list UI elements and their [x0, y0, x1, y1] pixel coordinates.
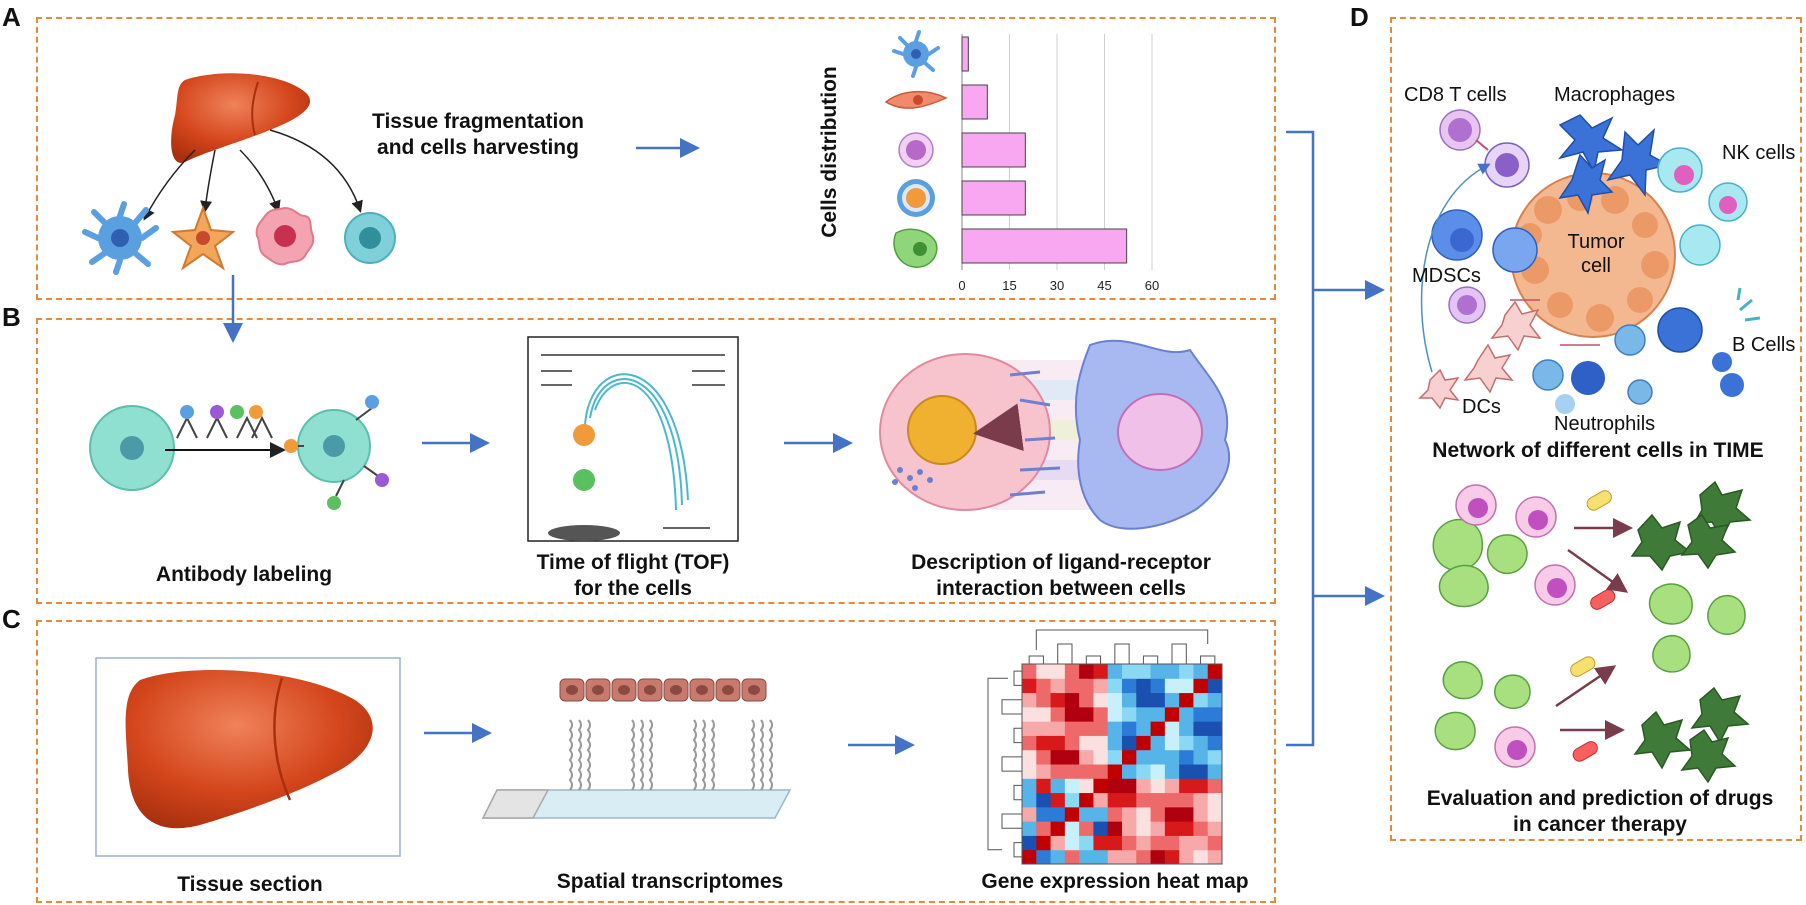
- panel-c-caption-2: Spatial transcriptomes: [556, 870, 784, 893]
- panel-c-caption-3: Gene expression heat map: [981, 870, 1249, 893]
- panel-d-frame: [1390, 17, 1802, 841]
- chart-bars: [961, 36, 1128, 264]
- label-mdscs: MDSCs: [1412, 265, 1481, 287]
- chart-axis-label: Cells distribution: [818, 66, 841, 238]
- label-nk-cells: NK cells: [1722, 142, 1796, 164]
- label-dcs: DCs: [1462, 396, 1501, 418]
- x-tick-label: 45: [1097, 278, 1111, 293]
- panel-b-frame: [36, 318, 1276, 604]
- panel-b-caption-1: Antibody labeling: [155, 563, 333, 586]
- panel-a-letter: A: [2, 2, 21, 32]
- bar: [961, 132, 1026, 168]
- label-tumor-cell: Tumor cell: [1567, 231, 1625, 277]
- panel-b-caption-2: Time of flight (TOF) for the cells: [536, 551, 730, 600]
- panel-c-frame: [36, 620, 1276, 903]
- x-tick-label: 60: [1145, 278, 1159, 293]
- panel-c-caption-1: Tissue section: [177, 873, 323, 896]
- label-neutrophils: Neutrophils: [1554, 413, 1656, 435]
- label-cd8-t-cells: CD8 T cells: [1404, 84, 1507, 106]
- panel-b-caption-3: Description of ligand-receptor interacti…: [911, 551, 1211, 600]
- label-b-cells: B Cells: [1732, 334, 1796, 356]
- panel-d-caption-2: Evaluation and prediction of drugs in ca…: [1426, 787, 1774, 836]
- bar: [961, 228, 1128, 264]
- bar: [961, 84, 988, 120]
- chart-ticks: 0 15 30 45 60: [958, 278, 1159, 293]
- bar: [961, 180, 1026, 216]
- x-tick-label: 0: [958, 278, 965, 293]
- x-tick-label: 30: [1050, 278, 1064, 293]
- label-macrophages: Macrophages: [1554, 84, 1676, 106]
- panel-a-step-caption: Tissue fragmentation and cells harvestin…: [372, 110, 584, 159]
- panel-d-letter: D: [1350, 2, 1369, 32]
- x-tick-label: 15: [1002, 278, 1016, 293]
- bar: [961, 36, 969, 72]
- panel-a-frame: [36, 17, 1276, 300]
- panel-b-letter: B: [2, 302, 21, 332]
- panel-d-caption-1: Network of different cells in TIME: [1432, 439, 1764, 462]
- panel-c-letter: C: [2, 604, 21, 634]
